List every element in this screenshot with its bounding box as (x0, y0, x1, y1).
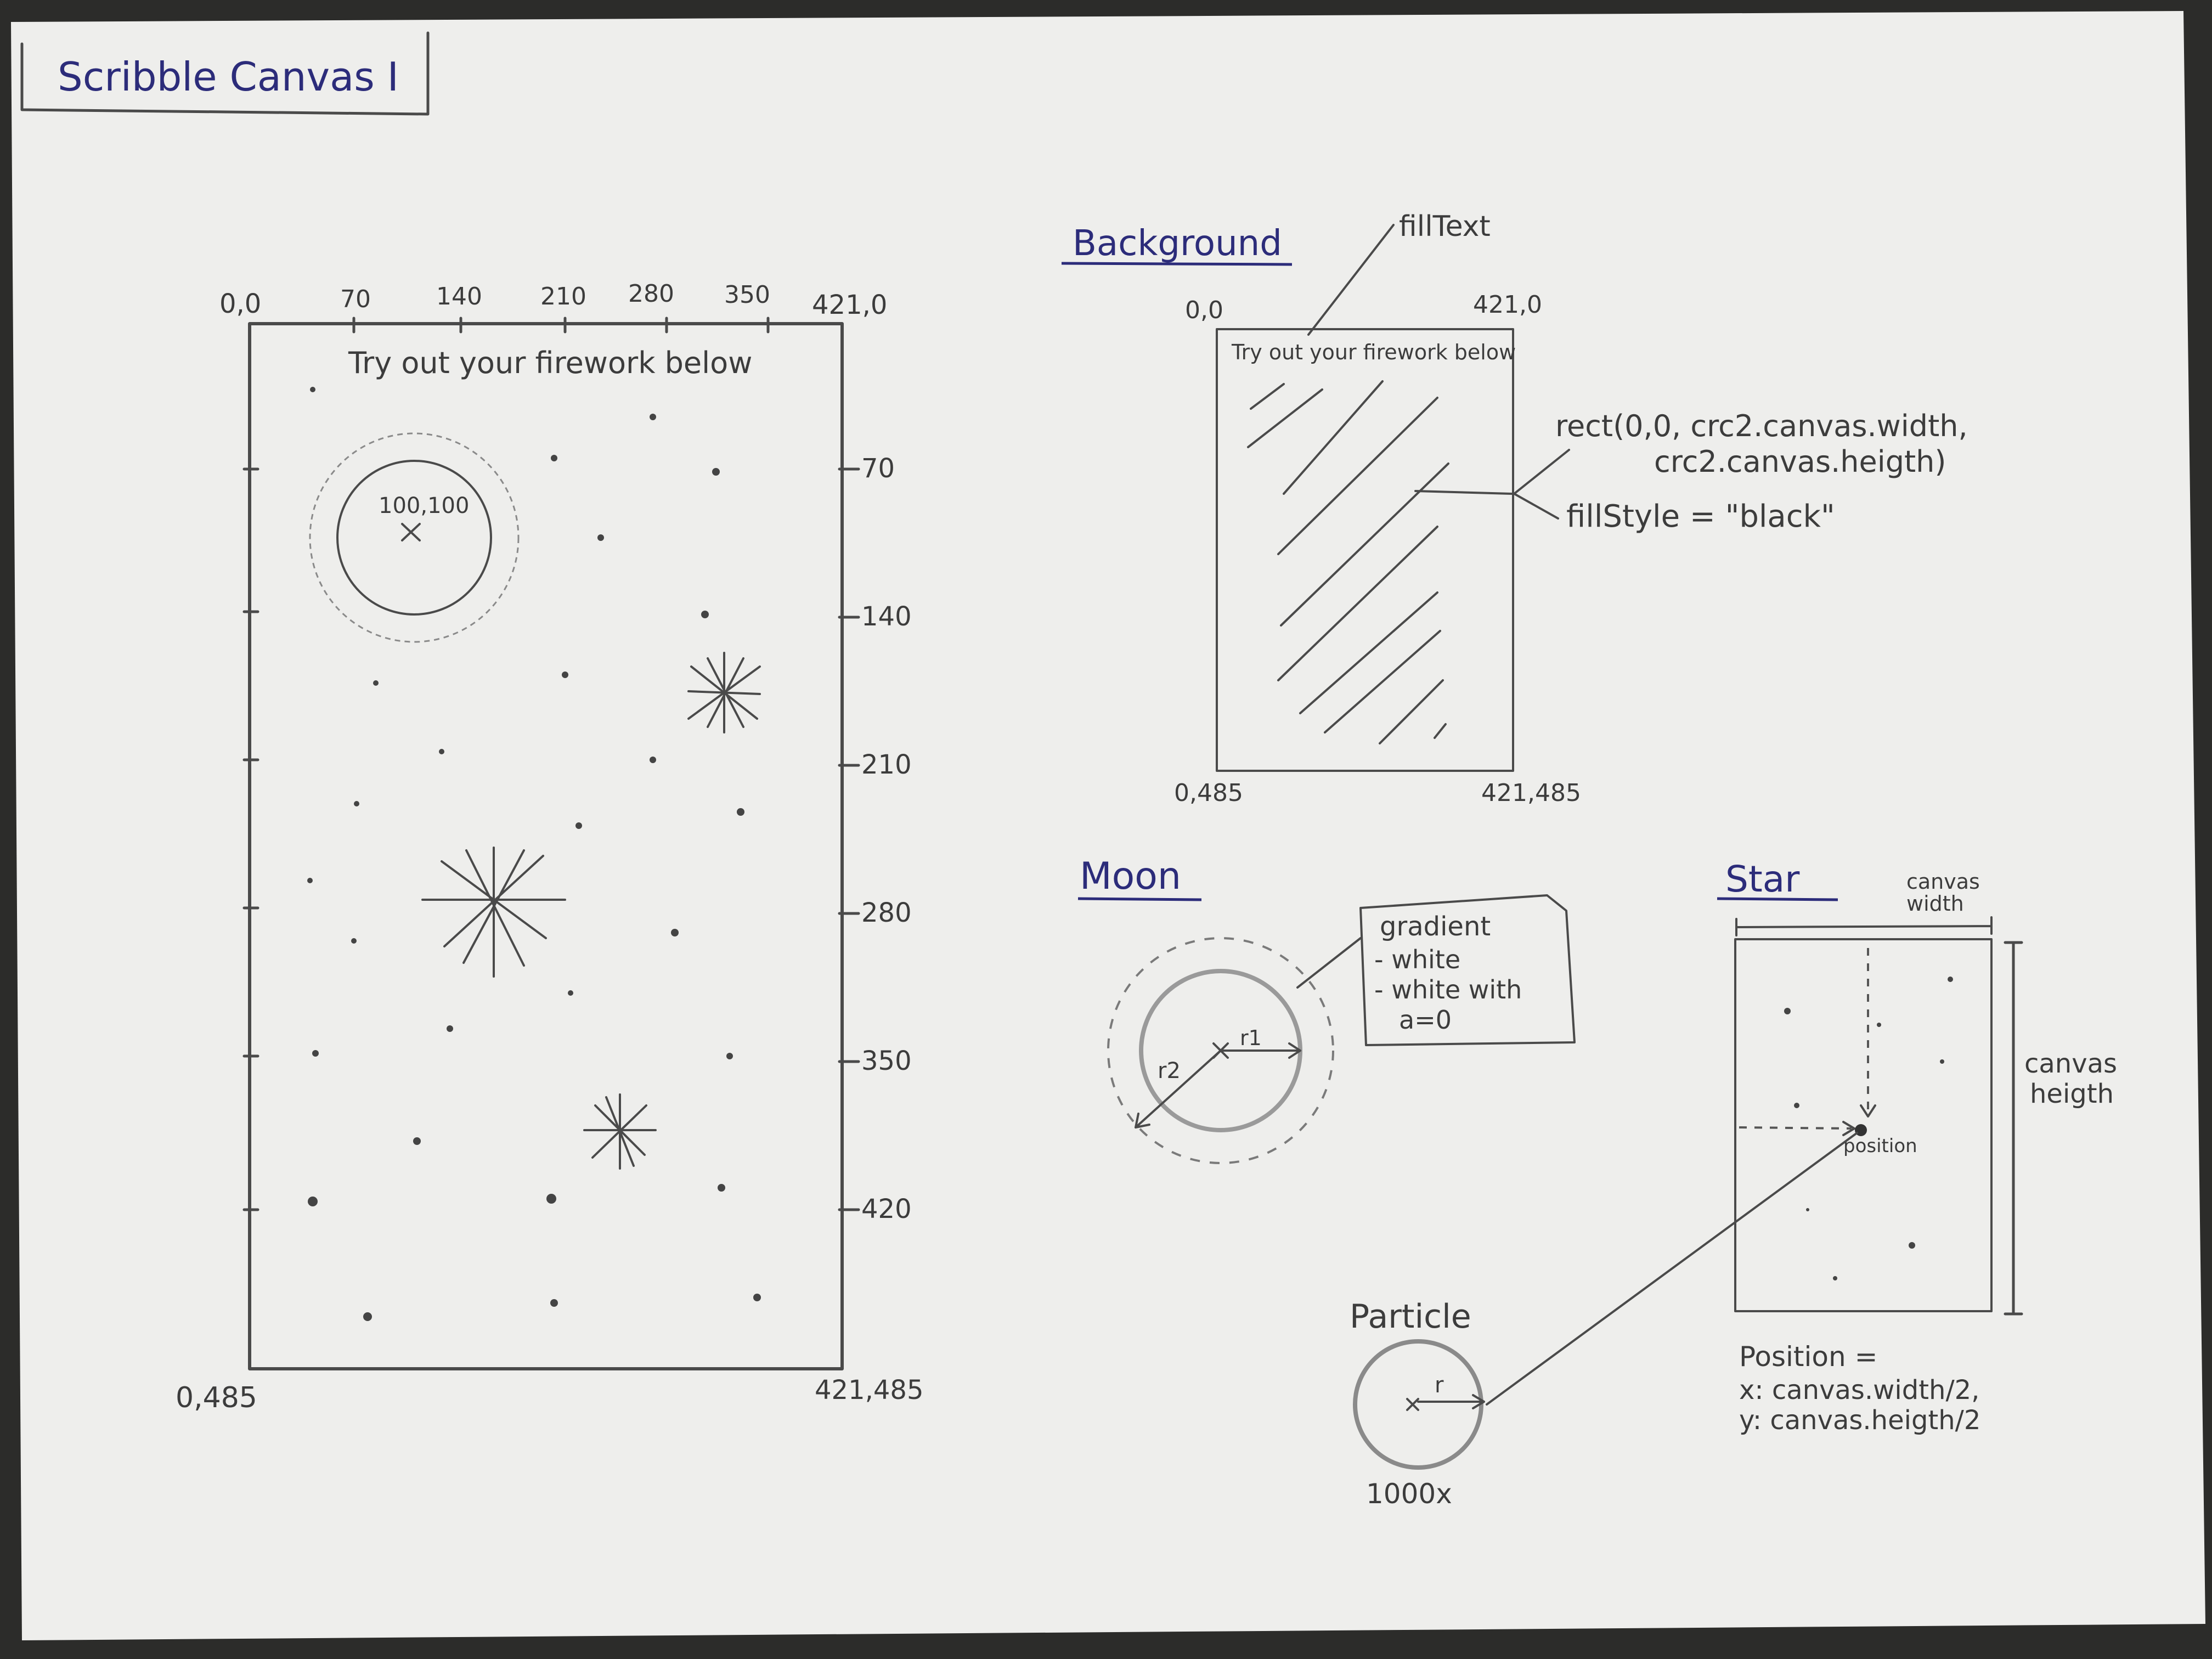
gradient-note: gradient - white - white with a=0 (1359, 894, 1576, 1046)
background-section: Background fillText 0,0 421,0 0,485 421,… (1061, 210, 1968, 807)
particle-center-icon (1406, 1398, 1419, 1411)
background-heading: Background (1073, 223, 1282, 264)
moon-heading: Moon (1080, 855, 1181, 898)
gradient-note-line: a=0 (1399, 1005, 1452, 1035)
particle-radius-label: r (1435, 1373, 1444, 1398)
main-y-tick-label: 70 (861, 453, 895, 484)
star-width-label-1: canvas (1906, 870, 1980, 894)
main-x-tick-label: 140 (436, 283, 482, 311)
main-stars (307, 387, 761, 1321)
main-y-tick-label: 280 (861, 898, 912, 928)
star-canvas-frame (1734, 938, 1993, 1312)
star-height-label-1: canvas (2024, 1048, 2117, 1079)
particle-to-star-connector (1486, 1132, 1858, 1406)
main-y-tick-label: 210 (861, 749, 912, 780)
particle-section: Particle r 1000x (1350, 1132, 1858, 1510)
paper-sheet (11, 11, 2205, 1640)
moon-r1-label: r1 (1240, 1026, 1262, 1050)
main-corner-bottom-left: 0,485 (176, 1381, 257, 1414)
moon-center-icon (1212, 1042, 1229, 1059)
background-corner-bottom-right: 421,485 (1481, 779, 1581, 807)
main-canvas-frame (248, 322, 844, 1370)
background-inner-text: Try out your firework below (1231, 340, 1516, 364)
page-title: Scribble Canvas I (58, 54, 399, 100)
main-fireworks (421, 652, 761, 1170)
moon-section: Moon r1 r2 gradient - white - white with… (1077, 855, 1576, 1164)
rect-call-line1: rect(0,0, crc2.canvas.width, (1555, 409, 1968, 443)
star-heading: Star (1725, 858, 1800, 900)
star-width-label-2: width (1906, 891, 1964, 916)
main-corner-top-right: 421,0 (812, 290, 887, 320)
title-box: Scribble Canvas I (20, 31, 430, 116)
main-y-tick-label: 140 (861, 601, 912, 632)
background-hatching (1247, 380, 1449, 744)
star-height-label-2: heigth (2030, 1079, 2114, 1109)
background-corner-top-left: 0,0 (1185, 296, 1223, 324)
main-moon-label: 100,100 (379, 493, 469, 518)
star-formula-line: x: canvas.width/2, (1739, 1375, 1979, 1406)
main-y-ticks: 70 140 210 280 350 420 (242, 453, 912, 1224)
gradient-note-line: gradient (1380, 911, 1491, 942)
background-corner-top-right: 421,0 (1473, 291, 1542, 319)
main-x-tick-label: 350 (724, 281, 770, 309)
particle-count: 1000x (1366, 1478, 1452, 1510)
main-x-tick-label: 210 (540, 283, 586, 311)
star-dots (1784, 977, 1953, 1280)
filltext-label: fillText (1399, 210, 1491, 243)
main-y-tick-label: 350 (861, 1046, 912, 1076)
gradient-note-line: - white (1374, 945, 1460, 974)
main-x-ticks: 70 140 210 280 350 (340, 280, 770, 334)
main-corner-top-left: 0,0 (219, 289, 261, 319)
main-y-tick-label: 420 (861, 1194, 912, 1224)
star-formula-line: y: canvas.heigth/2 (1739, 1405, 1980, 1436)
main-corner-bottom-right: 421,485 (815, 1375, 924, 1406)
moon-r2-label: r2 (1158, 1058, 1181, 1084)
main-moon-center-icon (401, 523, 421, 541)
star-formula-line: Position = (1739, 1341, 1877, 1373)
star-section: Star canvas width canvas heigth position… (1717, 858, 2117, 1436)
background-canvas-frame (1216, 328, 1514, 772)
main-x-tick-label: 280 (628, 280, 674, 308)
fillstyle-label: fillStyle = "black" (1566, 499, 1835, 534)
background-corner-bottom-left: 0,485 (1174, 779, 1243, 807)
main-canvas-sketch: 0,0 421,0 0,485 421,485 70 140 210 280 3… (176, 280, 924, 1414)
main-x-tick-label: 70 (340, 285, 371, 313)
main-moon: 100,100 (309, 432, 520, 643)
main-headline: Try out your firework below (348, 346, 752, 380)
particle-heading: Particle (1350, 1297, 1471, 1336)
gradient-note-line: - white with (1374, 975, 1522, 1005)
rect-call-line2: crc2.canvas.heigth) (1654, 444, 1946, 479)
star-position-label: position (1843, 1135, 1917, 1157)
